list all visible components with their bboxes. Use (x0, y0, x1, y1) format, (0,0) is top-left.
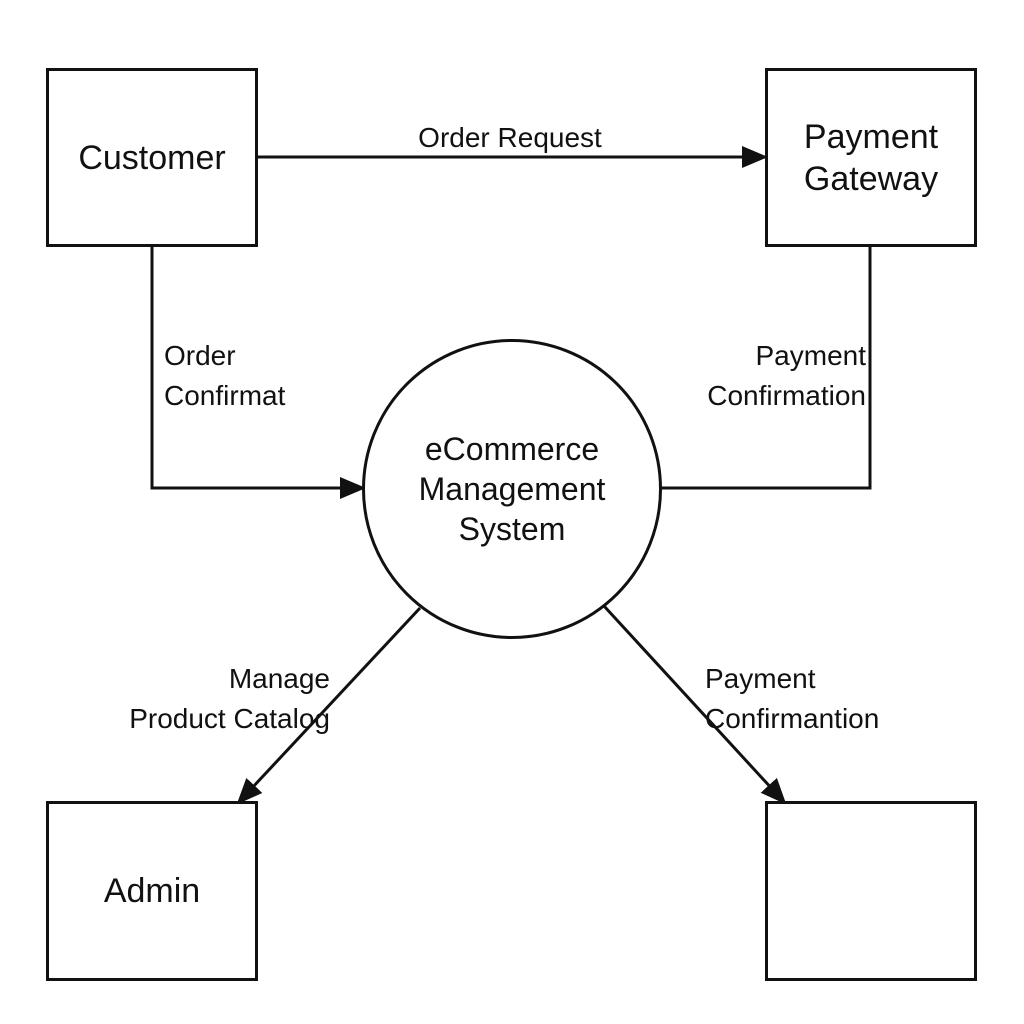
admin-label: Admin (103, 872, 201, 910)
customer-label: Customer (78, 138, 226, 177)
customer-entity: Customer (46, 68, 258, 247)
payment-confirmation-bottom-arrow (602, 604, 787, 805)
manage-catalog-arrow (236, 606, 422, 805)
payment-confirmation-connector (661, 247, 872, 490)
admin-entity: Admin (46, 801, 258, 981)
manage-catalog-label: Manage Product Catalog (129, 663, 330, 734)
order-request-label: Order Request (418, 122, 602, 153)
order-confirmation-label: Order Confirmat (164, 340, 286, 411)
payment-gateway-entity: Payment Gateway (765, 68, 977, 247)
payment-confirmation-bottom-label: Payment Confirmantion (705, 663, 880, 734)
order-confirmation-arrow (150, 247, 366, 499)
payment-confirmation-gateway-label: Payment Confirmation (707, 340, 866, 411)
ecommerce-process: eCommerce Management System (362, 339, 662, 639)
process-label: eCommerce Management System (418, 431, 606, 547)
unnamed-entity (765, 801, 977, 981)
payment-gateway-label: Payment Gateway (803, 117, 939, 198)
